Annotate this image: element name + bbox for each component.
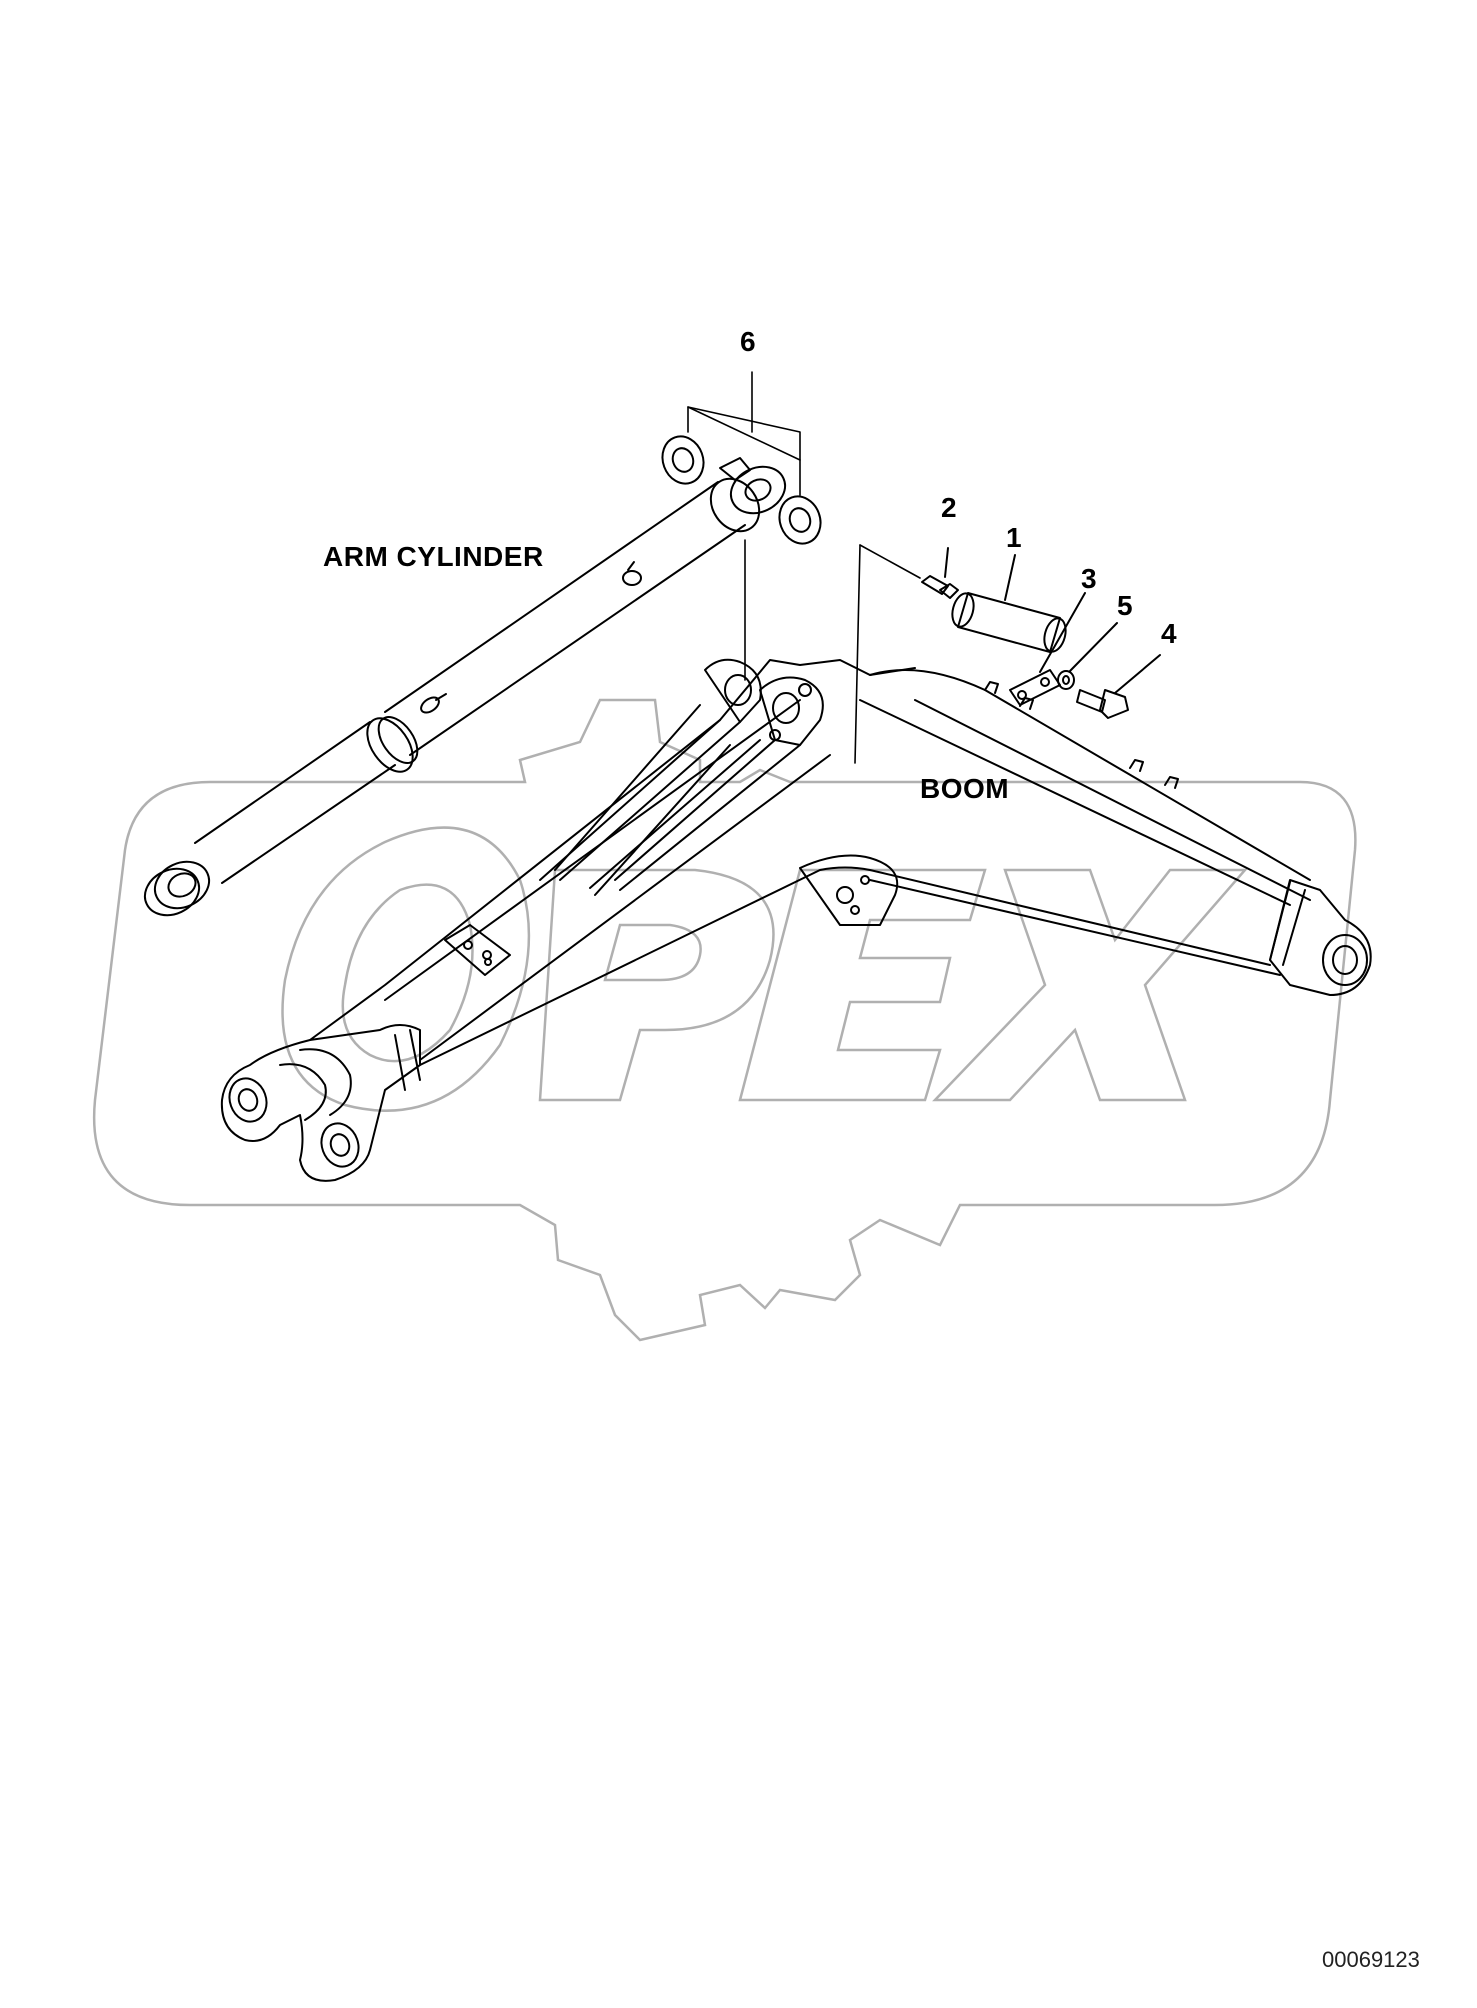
- callout-2: 2: [941, 492, 957, 523]
- document-id: 00069123: [1322, 1947, 1420, 1972]
- callout-6: 6: [740, 326, 756, 357]
- leader-6: [687, 371, 801, 681]
- callout-1: 1: [1006, 522, 1022, 553]
- opex-watermark: [92, 698, 1357, 1342]
- arm-cylinder-drawing: [143, 457, 787, 917]
- boom-label: BOOM: [920, 773, 1010, 804]
- machine-drawing: [143, 371, 1372, 1182]
- callout-3: 3: [1081, 563, 1097, 594]
- leader-pin-group: [854, 544, 921, 764]
- callout-4: 4: [1161, 618, 1177, 649]
- arm-cylinder-label: ARM CYLINDER: [323, 541, 544, 572]
- pin-part-1: [951, 554, 1067, 653]
- washers-part-6: [661, 435, 822, 545]
- boom-drawing: [220, 658, 1372, 1182]
- washer-part-5: [1057, 622, 1118, 690]
- bolt-part-4: [1076, 654, 1161, 719]
- grease-fitting-part-2: [921, 547, 959, 599]
- callout-5: 5: [1117, 590, 1133, 621]
